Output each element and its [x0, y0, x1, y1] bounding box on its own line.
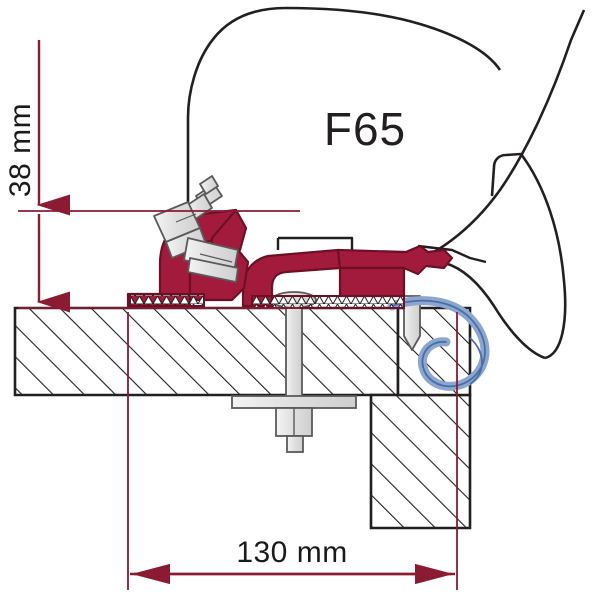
model-label: F65: [324, 103, 406, 155]
roof-panel: [13, 306, 400, 397]
seal-spiral: [387, 296, 490, 391]
clamp-bolt: [153, 175, 239, 283]
dimension-label-height: 38 mm: [4, 103, 37, 197]
adapter-rail: [241, 244, 454, 309]
dimension-label-width: 130 mm: [236, 536, 347, 569]
dimension-width-130mm: 130 mm: [127, 312, 458, 590]
dimension-height-38mm: 38 mm: [4, 40, 300, 313]
screw: [403, 295, 421, 351]
